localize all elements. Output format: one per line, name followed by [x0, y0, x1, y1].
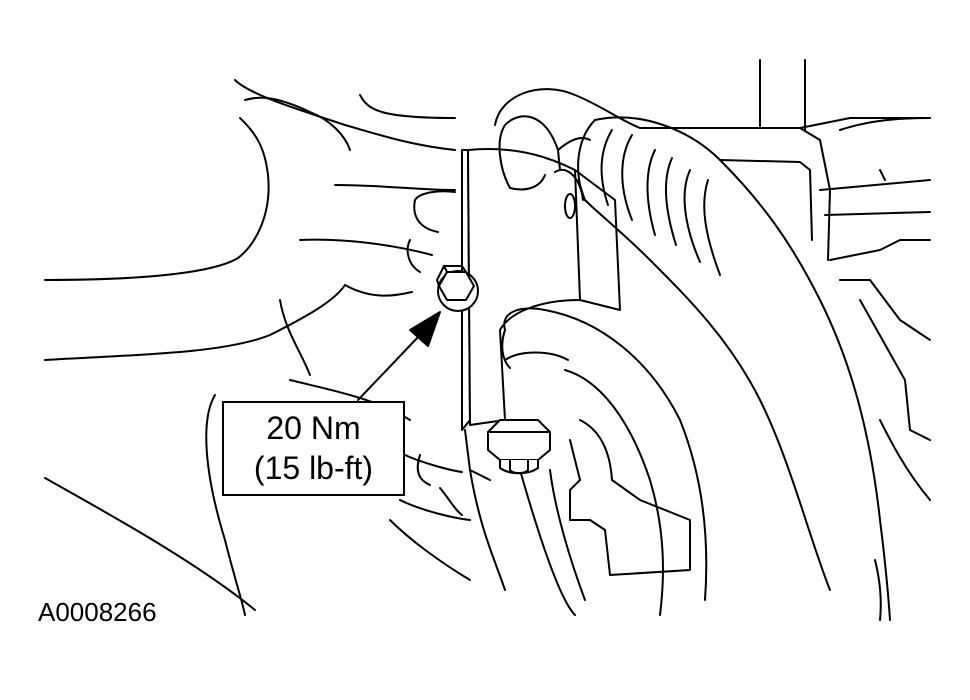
lower-bolt [487, 419, 551, 475]
lower-left-contours [44, 394, 471, 616]
torque-imperial-value: (15 lb-ft) [253, 449, 374, 486]
upper-bolt [436, 265, 479, 312]
main-hose [577, 116, 891, 621]
torque-metric-value: 20 Nm [266, 410, 361, 447]
lower-hose [501, 307, 708, 616]
torque-spec-callout: 20 Nm (15 lb-ft) [222, 401, 405, 496]
left-housing [44, 79, 456, 421]
lower-housing [519, 419, 691, 616]
figure-id: A0008266 [38, 597, 157, 627]
callout-leader-arrow [357, 311, 441, 401]
mounting-bracket [461, 148, 621, 591]
right-housing [639, 59, 931, 621]
